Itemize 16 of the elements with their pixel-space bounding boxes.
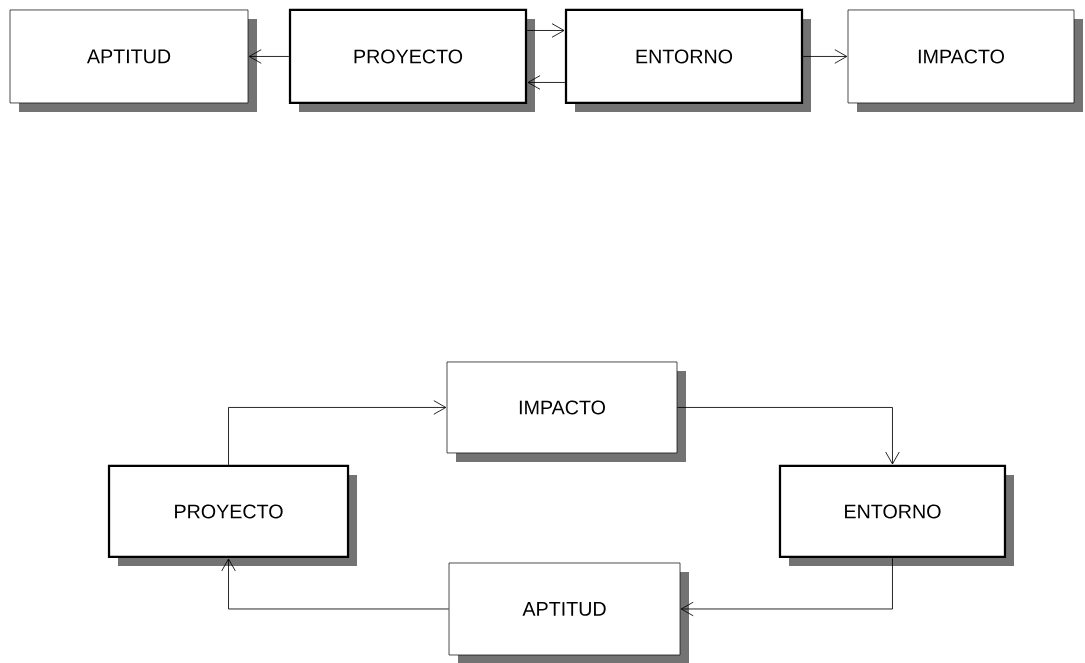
process-box: PROYECTO	[288, 8, 535, 112]
arrow	[248, 49, 290, 64]
process-box: APTITUD	[448, 562, 689, 663]
arrow	[221, 558, 450, 610]
arrow	[676, 407, 900, 465]
process-box: IMPACTO	[446, 361, 686, 462]
arrow	[802, 49, 848, 64]
arrow	[527, 75, 566, 90]
arrow	[680, 557, 893, 617]
arrow	[228, 400, 447, 466]
process-box: PROYECTO	[107, 464, 357, 566]
process-box: ENTORNO	[778, 464, 1014, 566]
process-box: ENTORNO	[564, 8, 811, 112]
arrow	[526, 23, 565, 38]
process-box: IMPACTO	[847, 9, 1083, 112]
process-box: APTITUD	[9, 9, 257, 112]
